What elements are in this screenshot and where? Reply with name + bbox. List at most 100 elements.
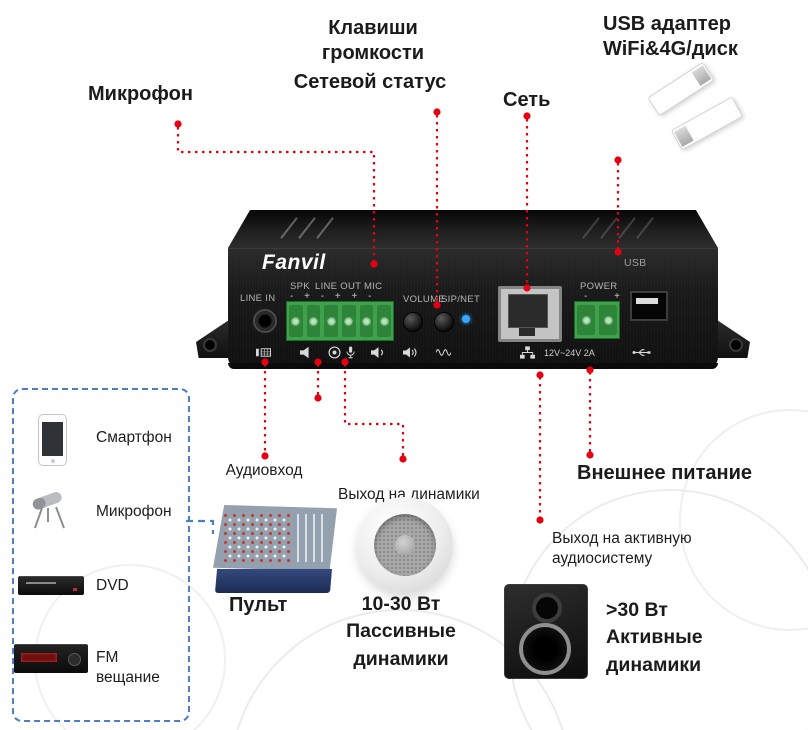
passive-speakers-label: 10-30 Вт Пассивные динамики bbox=[346, 593, 456, 670]
ethernet-port-slot bbox=[508, 294, 548, 336]
connector-dot bbox=[536, 516, 544, 524]
terminal-screw bbox=[359, 305, 374, 337]
screw-hole bbox=[729, 338, 743, 352]
speaker-center-cap bbox=[395, 535, 415, 555]
callout-active-output: Выход на активную аудиосистему bbox=[552, 530, 692, 567]
device-top-face bbox=[228, 210, 718, 248]
callout-external-power: Внешнее питание bbox=[577, 462, 752, 484]
power-label: POWER bbox=[580, 281, 618, 292]
audio-polarity-label: - + - + + - bbox=[290, 291, 376, 302]
connector-dot bbox=[523, 112, 531, 120]
callout-microphone: Микрофон bbox=[88, 83, 193, 105]
callout-network: Сеть bbox=[503, 89, 551, 111]
connector-dot bbox=[586, 451, 594, 459]
line-in-jack bbox=[253, 309, 277, 333]
power-terminal-block bbox=[574, 301, 620, 339]
audio-terminal-block bbox=[286, 301, 394, 341]
mixer-front-face bbox=[214, 569, 333, 593]
status-led bbox=[462, 315, 470, 323]
usb-connector-tip bbox=[691, 65, 712, 86]
callout-audio-input: Аудиовход bbox=[225, 462, 303, 479]
glint bbox=[618, 217, 636, 239]
line-in-label: LINE IN bbox=[240, 293, 276, 304]
voltage-label: 12V~24V 2A bbox=[544, 348, 595, 358]
spk-label: SPK bbox=[290, 281, 310, 292]
mic-label: MIC bbox=[364, 281, 383, 292]
source-label-dvd: DVD bbox=[96, 577, 129, 594]
usb-caption: USB bbox=[624, 257, 647, 269]
mixer-link-line bbox=[186, 519, 215, 534]
callout-volume-keys: Клавиши громкости bbox=[321, 17, 425, 64]
usb-dongle bbox=[647, 61, 715, 117]
source-label-microphone: Микрофон bbox=[96, 503, 172, 520]
mixer-label: Пульт bbox=[229, 594, 288, 616]
mic-icon bbox=[346, 346, 355, 359]
sip-paging-gateway: Fanvil USB LINE IN SPK LINE OUT MIC - + … bbox=[196, 210, 750, 369]
mounting-ear-right bbox=[717, 320, 750, 358]
tweeter bbox=[532, 593, 562, 623]
device-front-panel: Fanvil USB LINE IN SPK LINE OUT MIC - + … bbox=[228, 248, 718, 369]
ceiling-speaker-image bbox=[357, 497, 453, 593]
fm-receiver-image bbox=[14, 644, 88, 673]
callout-speaker-output: Выход на динамики bbox=[338, 486, 480, 503]
line-out-label: LINE OUT bbox=[315, 281, 362, 292]
smartphone-image bbox=[38, 414, 67, 466]
mixer-knobs bbox=[223, 513, 291, 563]
volume-label: VOLUME bbox=[403, 294, 445, 305]
terminal-screw bbox=[599, 305, 617, 335]
dvd-player-image bbox=[18, 576, 84, 595]
power-polarity-label: - + bbox=[584, 291, 632, 302]
source-label-smartphone: Смартфон bbox=[96, 429, 172, 446]
screw-hole bbox=[203, 338, 217, 352]
connector-dot bbox=[314, 394, 322, 402]
terminal-screw bbox=[289, 305, 303, 337]
callout-usb-adapter: USB адаптер WiFi&4G/диск bbox=[603, 13, 738, 60]
usb-connector-tip bbox=[674, 125, 694, 147]
mixer-top-face bbox=[213, 505, 337, 571]
usb-port bbox=[630, 291, 668, 321]
active-speaker-image bbox=[504, 584, 588, 679]
wave-icon bbox=[436, 349, 451, 356]
audio-sources-panel bbox=[12, 388, 190, 722]
connector-dot bbox=[399, 455, 407, 463]
terminal-screw bbox=[342, 305, 356, 337]
brand-logo: Fanvil bbox=[262, 251, 326, 274]
glint bbox=[298, 217, 316, 239]
usb-icon bbox=[632, 349, 651, 356]
terminal-screw bbox=[577, 305, 595, 335]
speaker-low-icon bbox=[371, 347, 384, 358]
source-label-fm: FM вещание bbox=[96, 649, 160, 687]
terminal-screw bbox=[324, 305, 339, 337]
glint bbox=[280, 217, 298, 239]
mixing-console-image bbox=[213, 505, 337, 593]
glint bbox=[600, 217, 618, 239]
terminal-screw bbox=[377, 305, 392, 337]
speaker-grille bbox=[374, 514, 436, 576]
speaker-mute-icon bbox=[300, 346, 309, 359]
connector-dot bbox=[433, 108, 441, 116]
usb-dongle bbox=[670, 96, 744, 151]
spk-connector-b bbox=[343, 364, 405, 456]
line-in-icon bbox=[256, 348, 271, 357]
woofer bbox=[519, 623, 571, 675]
record-icon bbox=[328, 346, 341, 359]
panel-icons-row: 12V~24V 2A bbox=[228, 346, 718, 360]
glint bbox=[636, 217, 654, 239]
glint bbox=[582, 217, 600, 239]
connector-dot bbox=[614, 156, 622, 164]
mounting-ear-left bbox=[196, 320, 229, 358]
volume-knob bbox=[403, 312, 423, 332]
callout-network-status: Сетевой статус bbox=[293, 71, 447, 93]
connector-dot bbox=[261, 452, 269, 460]
mixer-faders bbox=[297, 514, 329, 562]
sip-net-label: SIP/NET bbox=[441, 294, 481, 305]
terminal-screw bbox=[306, 305, 321, 337]
connector-dot bbox=[174, 120, 182, 128]
sip-net-button bbox=[434, 312, 454, 332]
active-speakers-label: >30 Вт Активные динамики bbox=[606, 599, 703, 676]
ethernet-port bbox=[498, 286, 562, 342]
connector-dot bbox=[536, 371, 544, 379]
speaker-high-icon bbox=[403, 347, 417, 358]
lan-icon bbox=[520, 346, 535, 359]
